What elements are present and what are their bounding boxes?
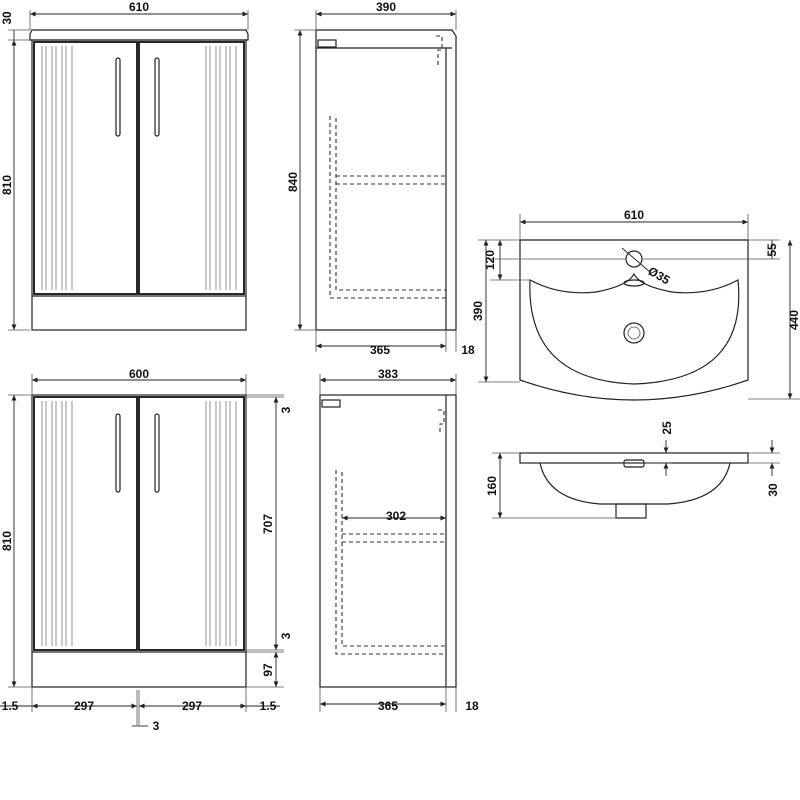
top-profile-unit (321, 399, 341, 408)
door-left (33, 41, 138, 295)
dim-unit-height: 810 (0, 531, 14, 551)
dim-edge-right: 1.5 (260, 699, 277, 713)
dim-rim-thickness: 25 (660, 421, 674, 435)
dim-side-unit-door-thickness: 18 (465, 699, 479, 713)
door-grooves-right-unit (205, 401, 237, 646)
waste-outlet (623, 322, 645, 344)
basin-section-view: 25 160 30 (485, 421, 780, 519)
dim-side-carcass-depth: 365 (370, 343, 390, 357)
door-left-unit (33, 396, 138, 651)
basin-outline (519, 239, 749, 401)
dim-front-top-thickness: 30 (0, 11, 14, 25)
dim-waste-height: 30 (766, 483, 780, 497)
dim-basin-width: 610 (624, 208, 644, 222)
door-handle-left-unit (115, 413, 121, 493)
basin-bowl (529, 272, 740, 385)
door-handle-right (154, 57, 160, 137)
overflow-section (623, 459, 645, 468)
dim-side-height: 840 (286, 172, 300, 192)
dim-top-gap: 3 (279, 406, 293, 413)
door-handle-left (115, 57, 121, 137)
dim-tap-to-bowl: 120 (483, 250, 497, 270)
dim-side-unit-carcass-depth: 365 (378, 699, 398, 713)
dim-door-left-width: 297 (74, 699, 94, 713)
dim-bottom-gap: 3 (279, 632, 293, 639)
door-grooves-right (205, 46, 237, 290)
waste-hidden-line (436, 35, 443, 68)
dim-shelf-depth: 302 (386, 509, 406, 523)
waste-spigot (615, 503, 647, 519)
dim-front-top-width: 610 (129, 0, 149, 14)
overflow-slot (623, 279, 645, 287)
dim-unit-width: 600 (129, 367, 149, 381)
door-grooves-left (41, 46, 73, 290)
carcass-front-unit (31, 394, 247, 688)
side-hidden-lines (329, 116, 446, 299)
dim-basin-overall-depth: 440 (787, 310, 800, 330)
dim-front-height: 810 (0, 175, 14, 195)
carcass-side-unit (319, 394, 457, 688)
dim-side-door-thickness: 18 (461, 343, 475, 357)
dim-bowl-depth: 390 (471, 301, 485, 321)
side-view-unit: 383 302 365 18 (319, 367, 479, 713)
dim-edge-left: 1.5 (2, 699, 19, 713)
side-view-with-top: 390 840 365 18 (286, 0, 475, 357)
door-right (138, 41, 245, 295)
basin-rim-section (519, 452, 749, 464)
door-right-unit (138, 396, 245, 651)
dim-basin-height: 160 (485, 476, 499, 496)
dim-center-gap: 3 (153, 719, 160, 733)
basin-top-front (29, 29, 249, 41)
front-view-with-top: 610 30 810 (0, 0, 249, 331)
dim-side-depth: 390 (376, 0, 396, 14)
overflow-profile (317, 39, 337, 48)
dim-tap-hole-diameter: Ø35 (646, 264, 673, 288)
side-unit-hidden-lines (335, 470, 446, 655)
basin-bowl-section (539, 462, 731, 505)
door-grooves-left-unit (41, 401, 73, 646)
dim-side-unit-depth: 383 (378, 367, 398, 381)
dim-door-height: 707 (261, 514, 275, 534)
dim-door-right-width: 297 (182, 699, 202, 713)
door-handle-right-unit (154, 413, 160, 493)
dim-tap-hole-offset: 55 (765, 243, 779, 257)
carcass-front (31, 39, 247, 331)
front-view-unit: 600 810 3 707 3 97 1.5 297 297 1.5 3 (0, 367, 293, 733)
carcass-side (315, 29, 457, 331)
basin-plan-view: Ø35 610 55 120 390 440 (471, 208, 800, 401)
dim-plinth-height: 97 (261, 663, 275, 677)
